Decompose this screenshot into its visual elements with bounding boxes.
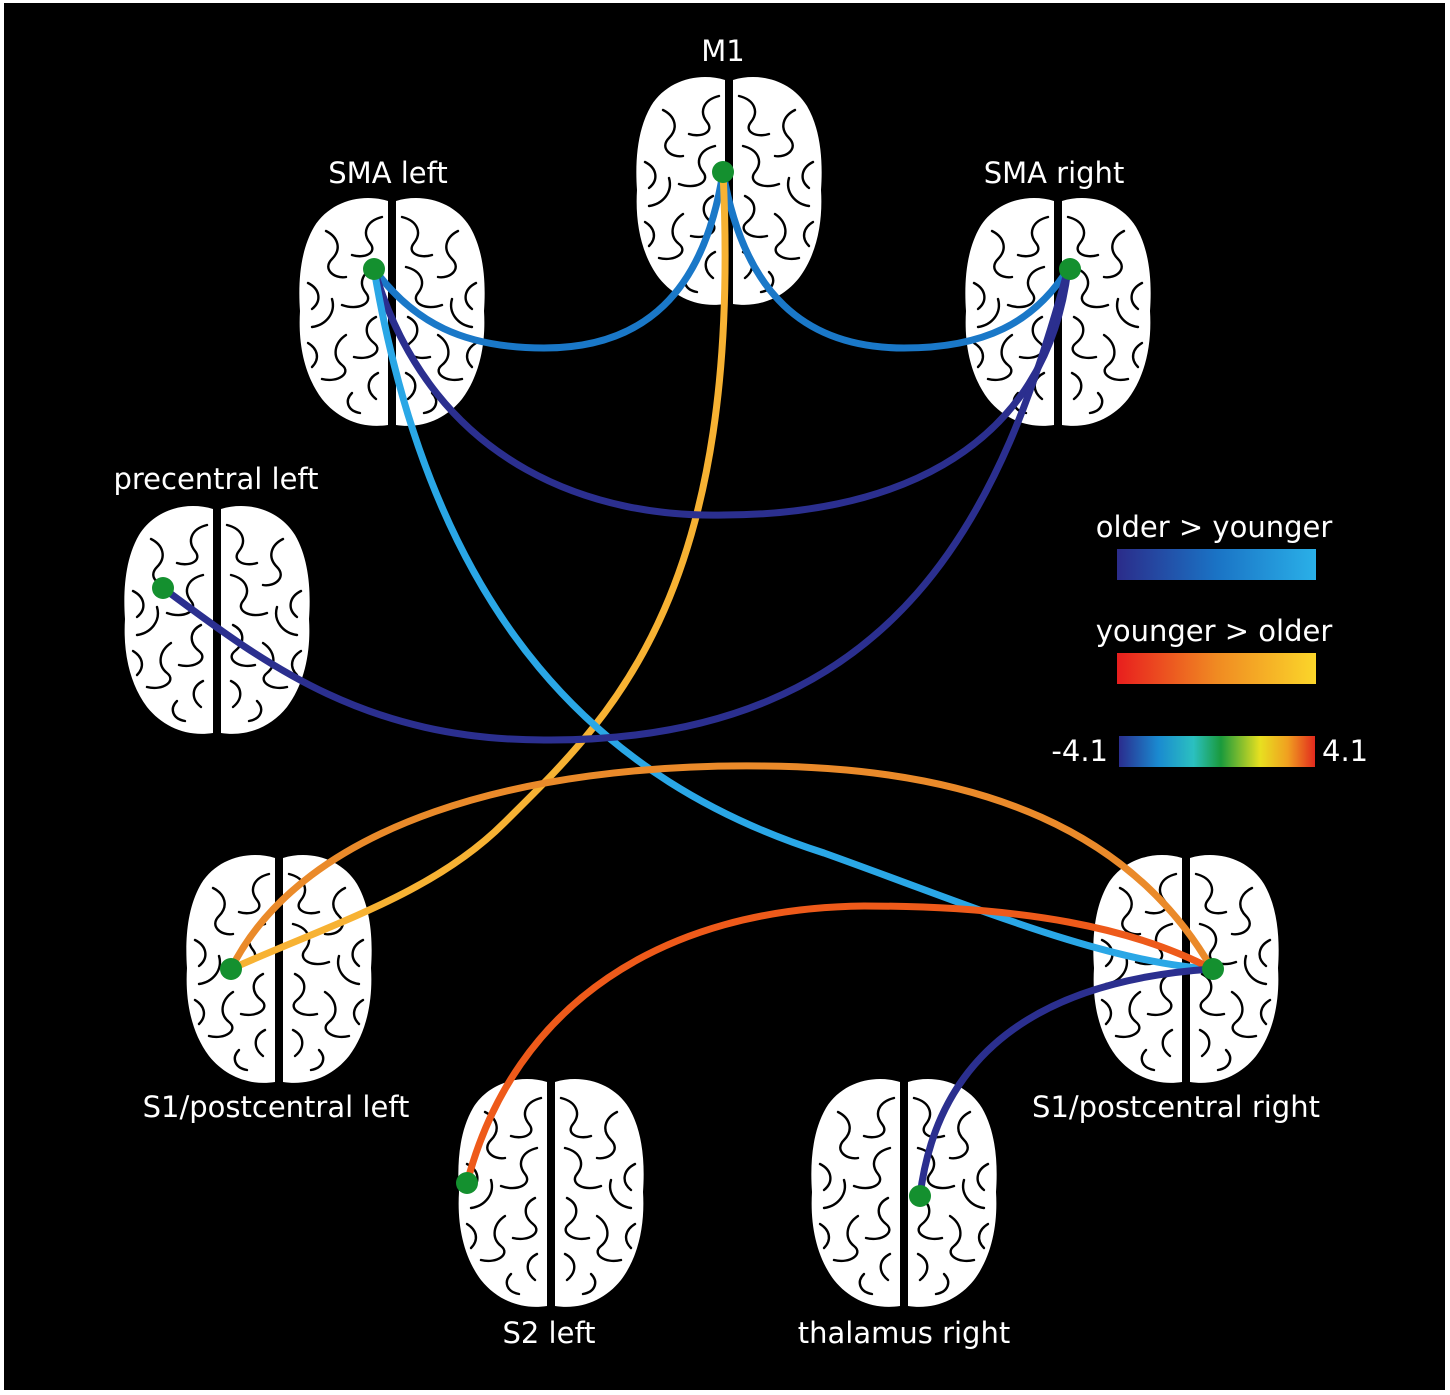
node-dot-sma-left [363,258,385,280]
legend-scale-min: -4.1 [1051,734,1108,768]
brain-s1-left-icon [184,853,374,1085]
node-label-thalamus-right: thalamus right [798,1316,1010,1350]
legend: older > younger younger > older -4.1 4.1 [1051,510,1368,768]
legend-scale-max: 4.1 [1322,734,1368,768]
node-dot-thalamus-right [909,1185,931,1207]
node-dot-sma-right [1059,258,1081,280]
edge-m1-sma-right [719,168,1072,352]
legend-scale-bar [1119,736,1315,767]
node-label-s2-left: S2 left [502,1316,595,1350]
node-dots [152,161,1224,1207]
edge-s2-left-s1-right [463,902,1216,1187]
node-dot-precentral-left [152,577,174,599]
edge-sma-left-sma-right [370,265,1072,519]
node-label-sma-right: SMA right [984,156,1125,190]
node-dot-m1 [712,161,734,183]
edge-m1-s1-left [227,168,729,973]
node-dot-s1-right [1202,958,1224,980]
brain-s2-left-icon [456,1077,646,1309]
legend-younger-older-label: younger > older [1096,614,1333,648]
legend-older-younger-bar [1117,549,1316,580]
edges [159,168,1216,1200]
brain-thalamus-right-icon [809,1077,999,1309]
node-label-s1-right: S1/postcentral right [1032,1090,1320,1124]
diagram-canvas: M1 SMA left SMA right precentral left S1… [113,34,1368,1350]
edge-sma-left-s1-right [370,265,1216,973]
edge-thalamus-right-s1-right [916,965,1216,1200]
node-label-m1: M1 [701,34,744,68]
legend-older-younger-label: older > younger [1096,510,1333,544]
edge-s1-left-s1-right [227,762,1216,973]
node-dot-s2-left [456,1172,478,1194]
node-label-sma-left: SMA left [328,156,447,190]
legend-younger-older-bar [1117,653,1316,684]
node-label-s1-left: S1/postcentral left [143,1090,410,1124]
node-label-precentral-left: precentral left [113,462,318,496]
node-dot-s1-left [220,958,242,980]
brain-precentral-left-icon [122,504,312,736]
network-diagram: M1 SMA left SMA right precentral left S1… [4,3,1445,1390]
edge-sma-right-precentral-left [159,265,1072,744]
edge-m1-sma-left [370,168,727,352]
